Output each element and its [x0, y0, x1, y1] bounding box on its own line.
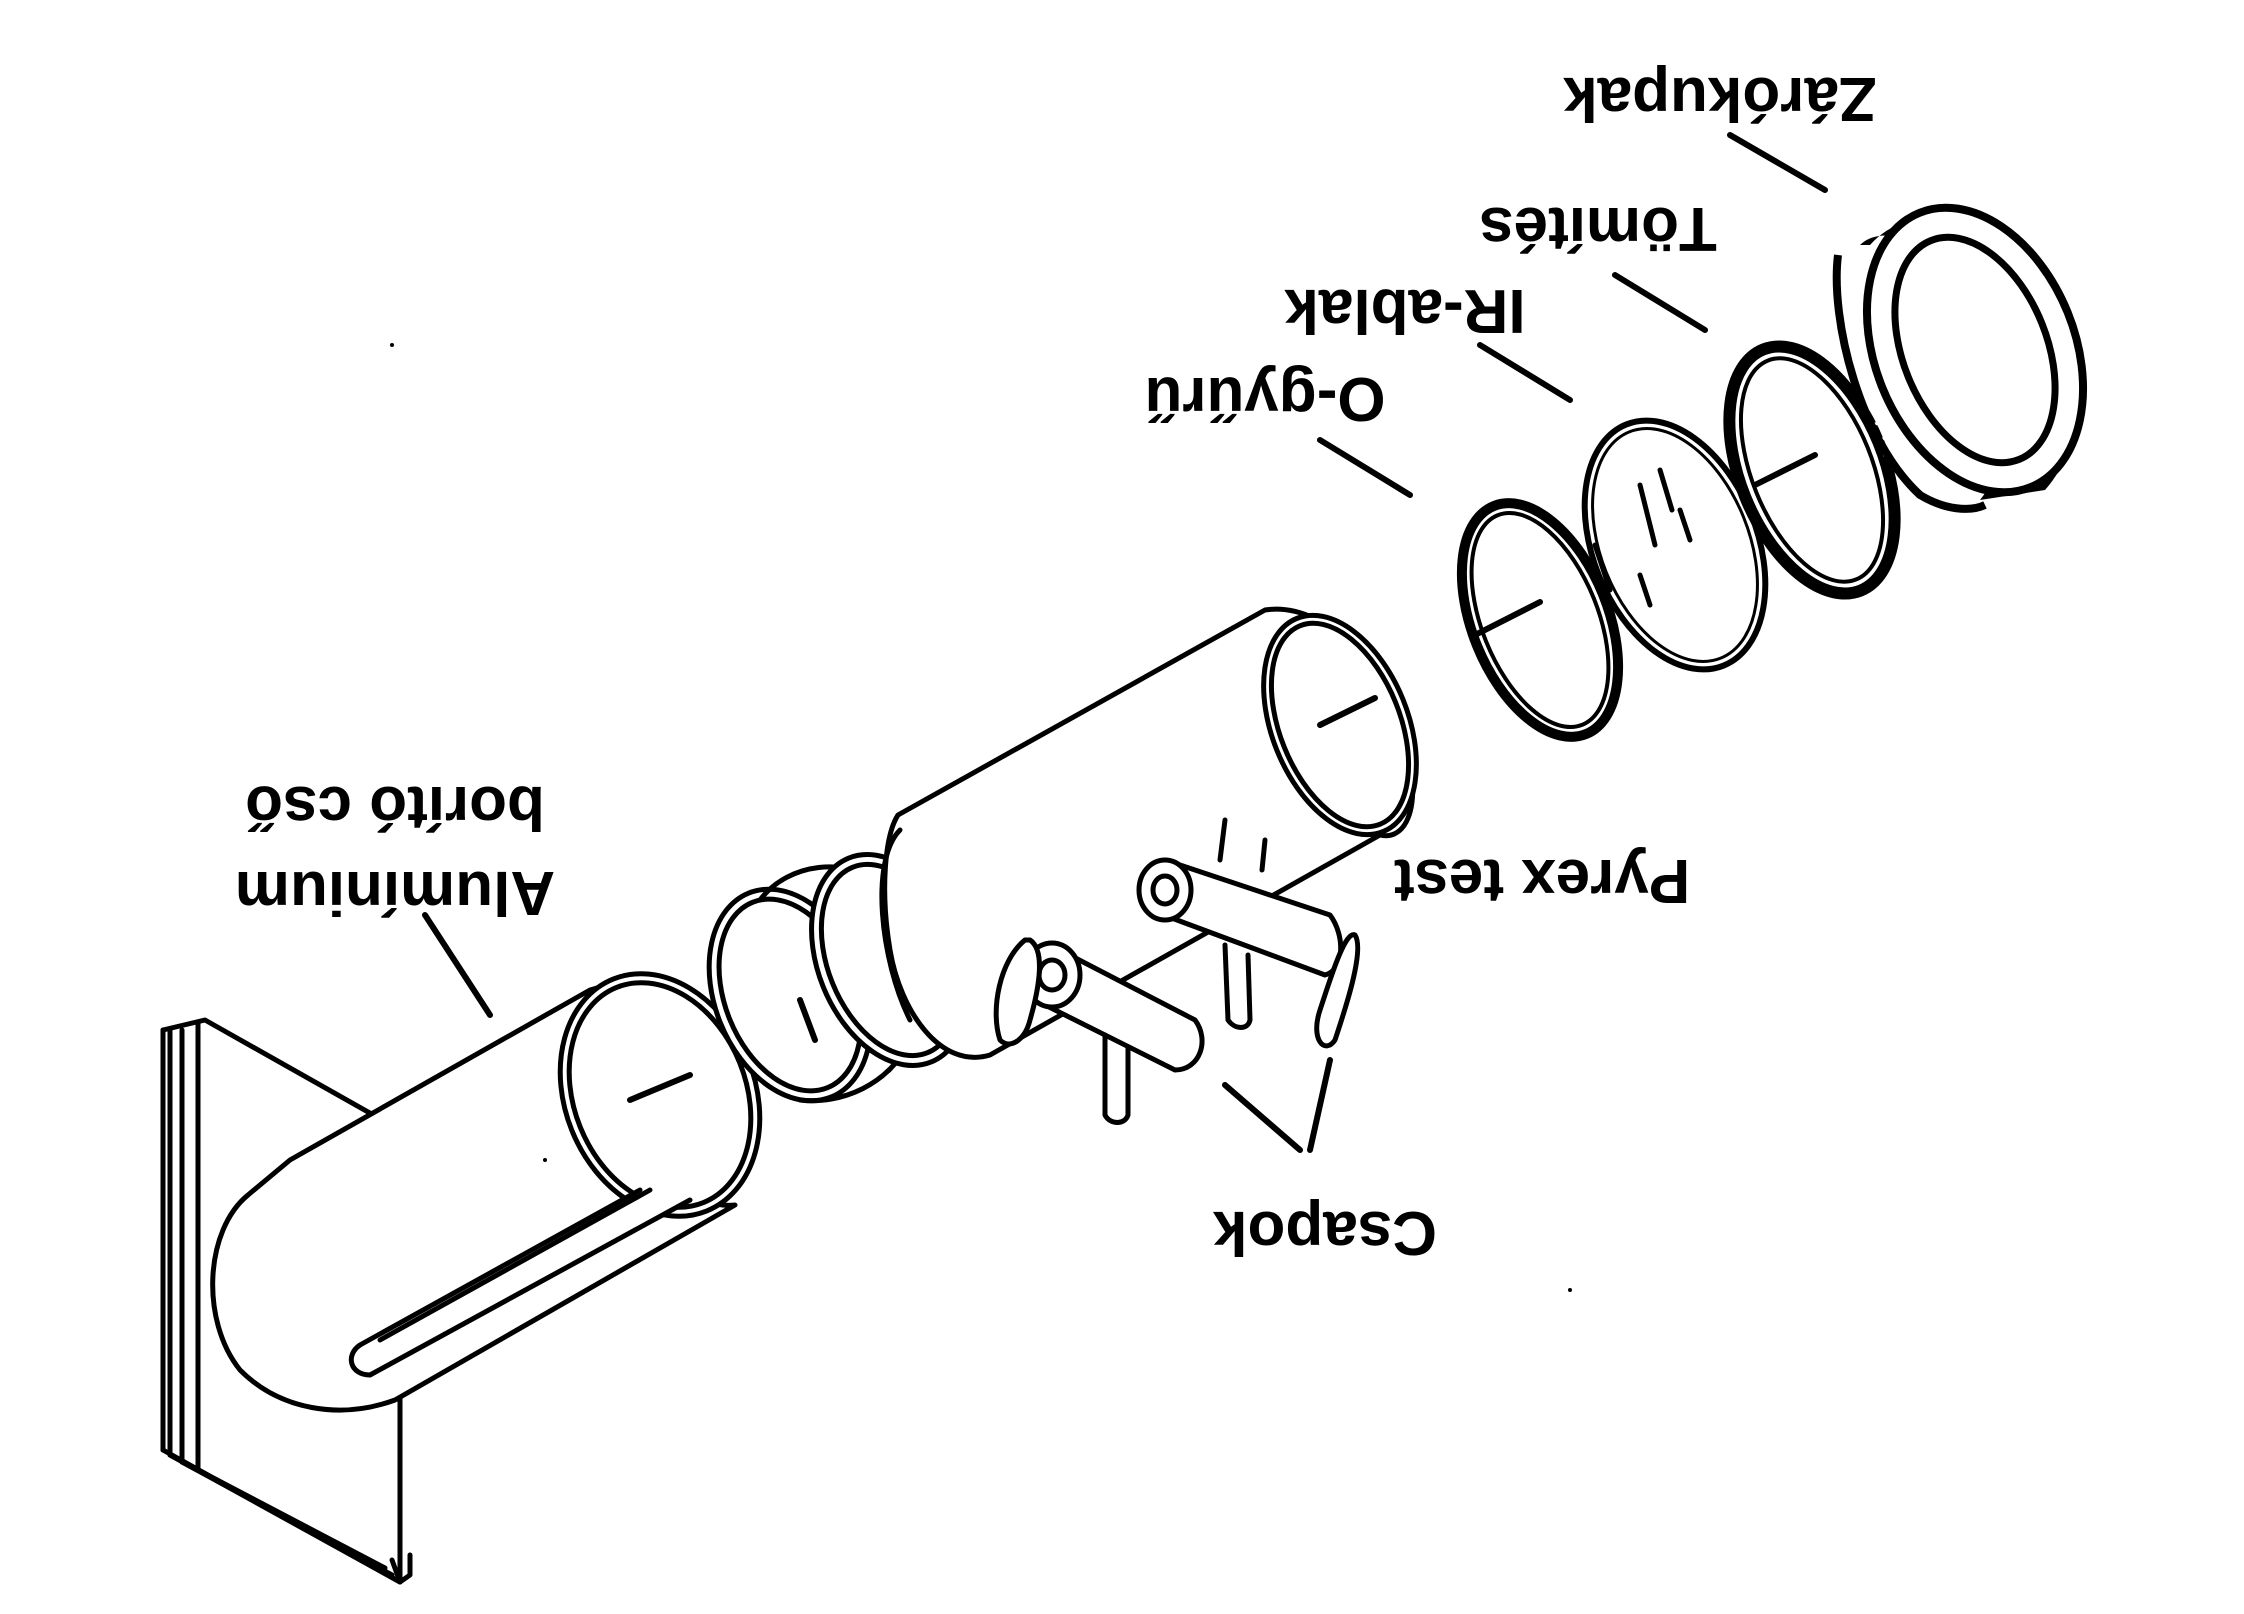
label-ir-window: IR-ablak	[1284, 276, 1526, 345]
leader-seal	[1612, 272, 1708, 333]
label-valves: Csapok	[1213, 1198, 1437, 1267]
label-o-ring: O-gyűrű	[1144, 364, 1385, 433]
valves	[993, 817, 1361, 1125]
speckles	[390, 343, 1572, 1292]
label-aluminium-line1: Alumínium	[235, 858, 555, 927]
o-ring	[1456, 498, 1624, 742]
labels: Alumínium borító cső Csapok Pyrex test O…	[235, 64, 1877, 1267]
end-cap	[1832, 203, 2088, 513]
leader-valves-1	[1222, 1082, 1303, 1153]
label-aluminium-line2: borító cső	[245, 773, 545, 842]
aluminium-cover-tube	[210, 971, 763, 1413]
leader-cap	[1727, 132, 1828, 193]
leader-valves-2	[1307, 1057, 1333, 1153]
leader-o-ring	[1317, 437, 1413, 498]
leader-aluminium	[422, 912, 493, 1018]
leader-ir-window	[1477, 342, 1573, 403]
leader-lines	[422, 132, 1828, 1153]
label-seal: Tömítés	[1479, 194, 1717, 263]
label-pyrex: Pyrex test	[1394, 846, 1690, 915]
label-cap: Zárókupak	[1563, 64, 1877, 133]
